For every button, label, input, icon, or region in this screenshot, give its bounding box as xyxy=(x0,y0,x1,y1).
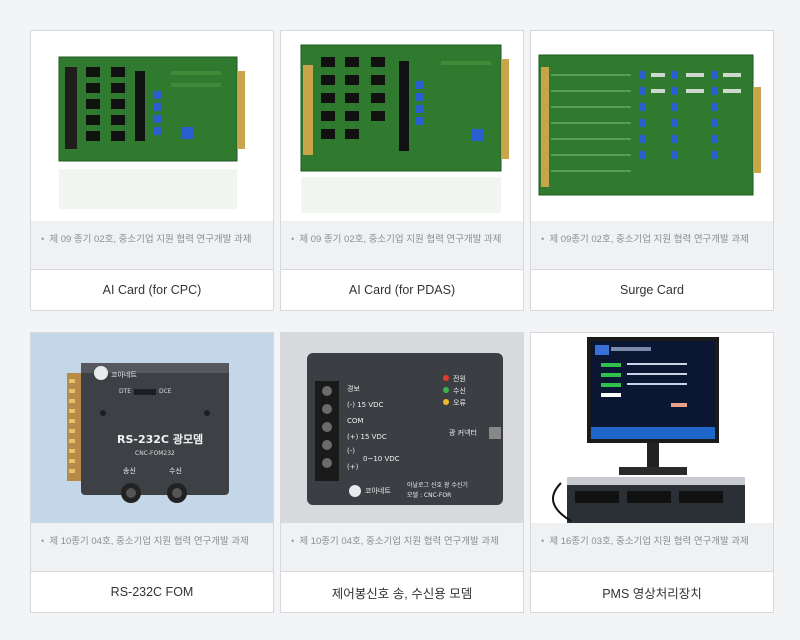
svg-text:오류: 오류 xyxy=(453,399,466,407)
svg-text:(+) 15 VDC: (+) 15 VDC xyxy=(347,433,387,441)
project-note: • 제 09 종기 02호, 중소기업 지원 협력 연구개발 과제 xyxy=(281,221,523,269)
project-note: • 제 16종기 03호, 중소기업 지원 협력 연구개발 과제 xyxy=(531,523,773,571)
product-title[interactable]: AI Card (for CPC) xyxy=(31,269,273,310)
svg-text:CNC-FOM232: CNC-FOM232 xyxy=(135,450,175,457)
product-card-surge-card[interactable]: • 제 09종기 02호, 중소기업 지원 협력 연구개발 과제 Surge Ca… xyxy=(530,30,774,311)
product-photo xyxy=(31,31,273,221)
product-title[interactable]: PMS 영상처리장치 xyxy=(531,571,773,612)
product-card-control-rod-modem[interactable]: 경보 (-) 15 VDC COM (+) 15 VDC (-) (+) 0~1… xyxy=(280,332,524,613)
project-note-text: 제 10종기 04호, 중소기업 지원 협력 연구개발 과제 xyxy=(49,536,249,547)
product-photo xyxy=(281,31,523,221)
monitor-server-image xyxy=(531,333,773,523)
project-note-text: 제 10종기 04호, 중소기업 지원 협력 연구개발 과제 xyxy=(299,536,499,547)
project-note: • 제 10종기 04호, 중소기업 지원 협력 연구개발 과제 xyxy=(281,523,523,571)
svg-text:수신: 수신 xyxy=(169,466,182,475)
svg-text:COM: COM xyxy=(347,417,363,425)
bullet: • xyxy=(41,234,45,245)
receiver-device-image: 경보 (-) 15 VDC COM (+) 15 VDC (-) (+) 0~1… xyxy=(281,333,523,523)
svg-text:DCE: DCE xyxy=(159,388,172,395)
project-note-text: 제 09 종기 02호, 중소기업 지원 협력 연구개발 과제 xyxy=(299,234,502,245)
product-photo: 코아네트 DTE DCE RS-232C 광모뎀 CNC-FOM232 송신 수… xyxy=(31,333,273,523)
bullet: • xyxy=(541,234,545,245)
svg-text:광 커넥터: 광 커넥터 xyxy=(449,428,477,437)
pcb-board-image xyxy=(281,31,523,221)
product-title[interactable]: RS-232C FOM xyxy=(31,571,273,612)
product-title[interactable]: Surge Card xyxy=(531,269,773,310)
product-photo: 경보 (-) 15 VDC COM (+) 15 VDC (-) (+) 0~1… xyxy=(281,333,523,523)
product-card-pms-image-processor[interactable]: • 제 16종기 03호, 중소기업 지원 협력 연구개발 과제 PMS 영상처리… xyxy=(530,332,774,613)
svg-text:경보: 경보 xyxy=(347,384,360,393)
product-card-ai-card-pdas[interactable]: • 제 09 종기 02호, 중소기업 지원 협력 연구개발 과제 AI Card… xyxy=(280,30,524,311)
bullet: • xyxy=(41,536,45,547)
bullet: • xyxy=(291,536,295,547)
svg-text:모델 : CNC-FOR: 모델 : CNC-FOR xyxy=(407,491,451,499)
product-photo xyxy=(531,333,773,523)
svg-text:DTE: DTE xyxy=(119,388,131,395)
project-note-text: 제 09종기 02호, 중소기업 지원 협력 연구개발 과제 xyxy=(549,234,749,245)
svg-text:(+): (+) xyxy=(347,463,359,471)
svg-text:코아네트: 코아네트 xyxy=(111,370,137,379)
project-note: • 제 09종기 02호, 중소기업 지원 협력 연구개발 과제 xyxy=(531,221,773,269)
project-note: • 제 10종기 04호, 중소기업 지원 협력 연구개발 과제 xyxy=(31,523,273,571)
svg-text:송신: 송신 xyxy=(123,466,136,475)
modem-device-image: 코아네트 DTE DCE RS-232C 광모뎀 CNC-FOM232 송신 수… xyxy=(31,333,273,523)
product-card-rs232c-fom[interactable]: 코아네트 DTE DCE RS-232C 광모뎀 CNC-FOM232 송신 수… xyxy=(30,332,274,613)
svg-text:수신: 수신 xyxy=(453,386,466,395)
svg-text:코아네트: 코아네트 xyxy=(365,486,391,495)
svg-text:아날로그 신호 광 수신기: 아날로그 신호 광 수신기 xyxy=(407,481,468,489)
product-photo xyxy=(531,31,773,221)
bullet: • xyxy=(541,536,545,547)
project-note-text: 제 16종기 03호, 중소기업 지원 협력 연구개발 과제 xyxy=(549,536,749,547)
project-note: • 제 09 종기 02호, 중소기업 지원 협력 연구개발 과제 xyxy=(31,221,273,269)
svg-text:전원: 전원 xyxy=(453,374,466,383)
svg-text:0~10 VDC: 0~10 VDC xyxy=(363,455,400,463)
product-card-ai-card-cpc[interactable]: • 제 09 종기 02호, 중소기업 지원 협력 연구개발 과제 AI Card… xyxy=(30,30,274,311)
svg-text:(-): (-) xyxy=(347,447,355,455)
product-grid: • 제 09 종기 02호, 중소기업 지원 협력 연구개발 과제 AI Card… xyxy=(30,30,774,613)
pcb-board-image xyxy=(31,31,273,221)
bullet: • xyxy=(291,234,295,245)
pcb-board-image xyxy=(531,31,773,221)
svg-text:RS-232C 광모뎀: RS-232C 광모뎀 xyxy=(117,432,203,446)
product-title[interactable]: AI Card (for PDAS) xyxy=(281,269,523,310)
svg-text:(-) 15 VDC: (-) 15 VDC xyxy=(347,401,384,409)
project-note-text: 제 09 종기 02호, 중소기업 지원 협력 연구개발 과제 xyxy=(49,234,252,245)
product-title[interactable]: 제어봉신호 송, 수신용 모뎀 xyxy=(281,571,523,612)
